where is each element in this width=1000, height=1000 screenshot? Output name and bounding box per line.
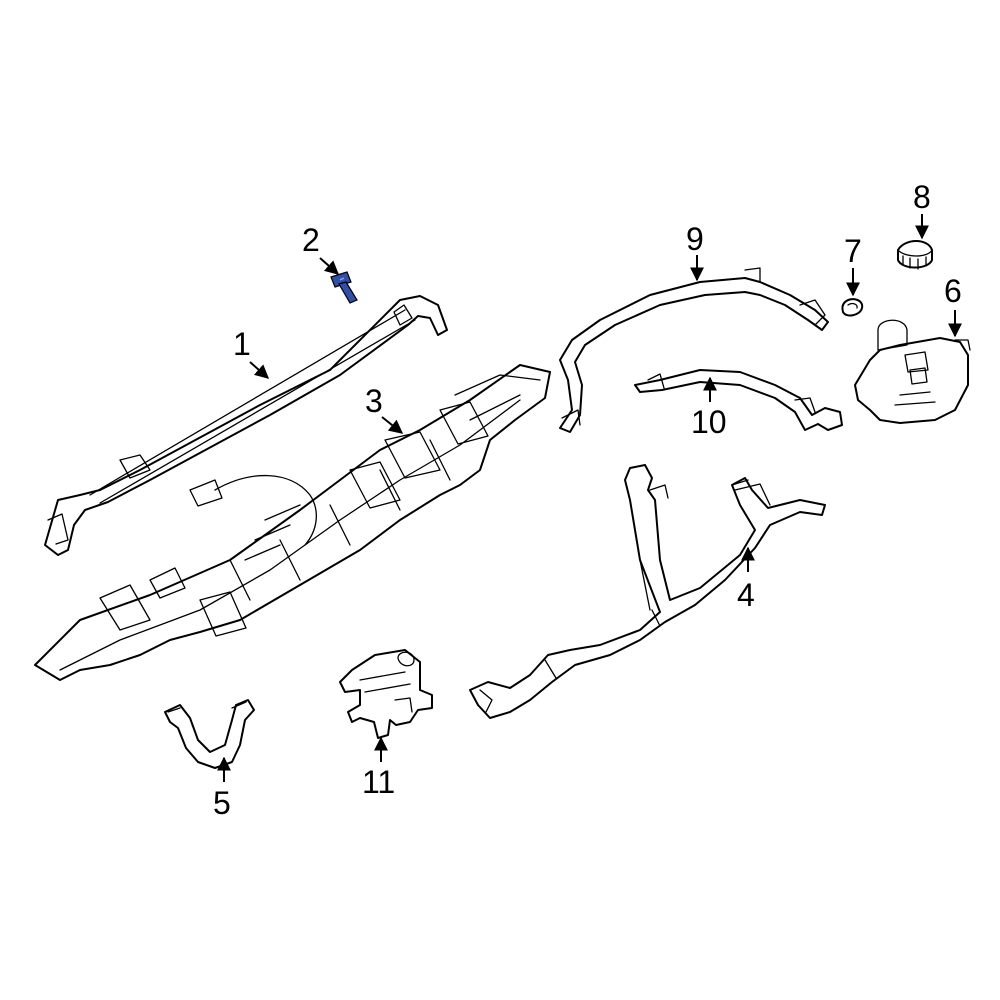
part-2-bolt[interactable] [330, 271, 358, 304]
callout-3: 3 [365, 383, 383, 419]
part-1-coolant-tube[interactable] [44, 295, 448, 556]
part-3-housing[interactable] [34, 364, 551, 681]
callout-7: 7 [844, 233, 862, 269]
part-9-overflow-hose[interactable] [559, 267, 829, 433]
callout-9: 9 [686, 221, 704, 257]
callout-6: 6 [944, 273, 962, 309]
part-10-vent-hose[interactable] [634, 369, 843, 431]
callout-2: 2 [302, 222, 320, 258]
part-5-small-hose[interactable] [164, 699, 255, 769]
part-8-cap[interactable] [897, 240, 933, 270]
leader-lines [217, 214, 962, 782]
part-6-reservoir[interactable] [854, 319, 971, 424]
part-4-lower-hose[interactable] [469, 464, 826, 719]
callout-11: 11 [362, 764, 395, 800]
callout-5: 5 [213, 785, 231, 821]
part-7-clip[interactable] [841, 298, 864, 317]
callout-1: 1 [233, 326, 251, 362]
callout-labels: 1 2 3 4 5 6 7 8 9 10 11 [213, 179, 962, 821]
callout-10: 10 [691, 404, 727, 440]
part-11-valve[interactable] [339, 649, 433, 739]
callout-4: 4 [737, 577, 755, 613]
leader-2 [319, 257, 340, 275]
leader-1 [249, 361, 270, 379]
leader-3 [381, 416, 404, 434]
callout-8: 8 [913, 179, 931, 215]
